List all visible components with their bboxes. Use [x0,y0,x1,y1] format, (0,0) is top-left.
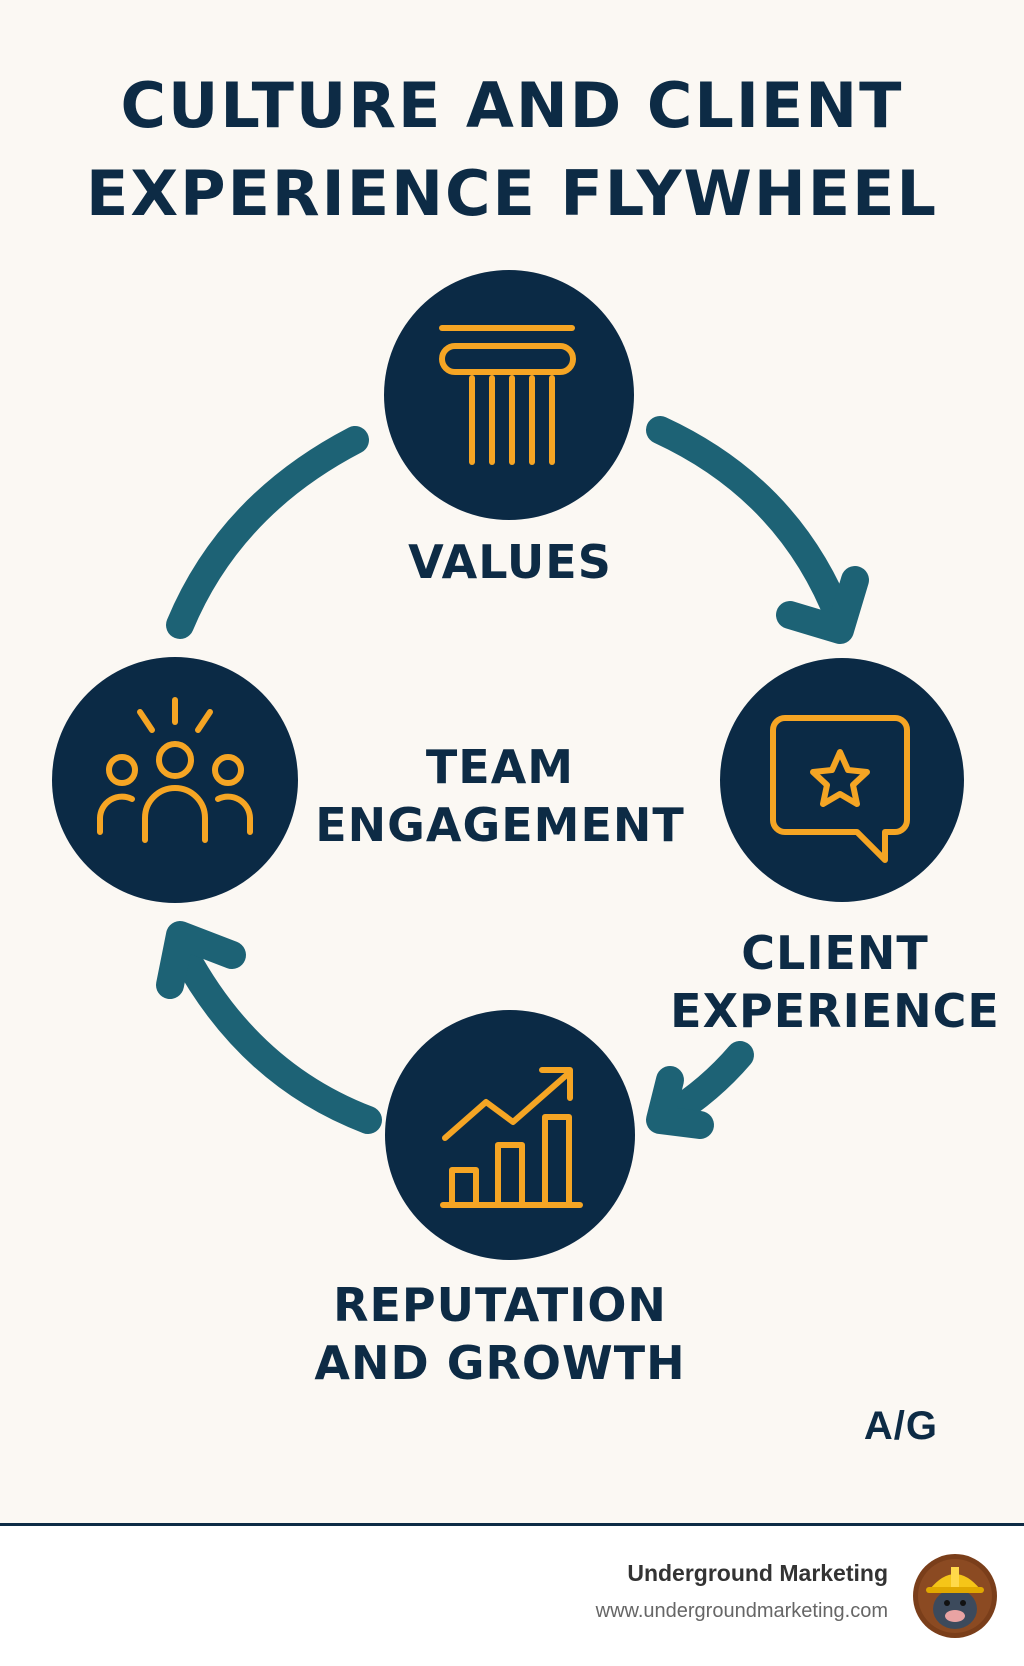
reputation-node [385,1010,635,1260]
arrow-reputation-to-team [171,941,382,1134]
team-engagement-label: TEAM ENGAGEMENT [300,738,700,854]
footer-url-link[interactable]: www.undergroundmarketing.com [595,1600,888,1622]
footer [0,1526,1024,1666]
flywheel-diagram [52,270,964,1260]
client-label-line-2: EXPERIENCE [670,984,1000,1038]
title-line-2: EXPERIENCE FLYWHEEL [85,157,939,230]
arrowhead-client-to-reputation [646,1066,714,1139]
values-label: VALUES [380,533,640,591]
pillar-icon [439,325,576,465]
client-experience-label: CLIENT EXPERIENCE [660,924,1010,1040]
team-people-icon [97,697,253,843]
arrow-values-to-client [646,416,854,634]
values-label-text: VALUES [408,535,612,589]
client-experience-node [720,658,964,902]
reputation-label-line-2: AND GROWTH [314,1336,686,1390]
page-title: CULTURE AND CLIENT EXPERIENCE FLYWHEEL [0,62,1024,238]
values-node [384,270,634,520]
mole-mascot-icon [913,1554,997,1638]
title-line-1: CULTURE AND CLIENT [120,69,904,142]
team-node [52,657,298,903]
arrow-team-to-values [166,426,369,639]
arrowhead-reputation-to-team [156,921,246,999]
footer-divider [0,1523,1024,1526]
brand-mark: A/G [863,1404,938,1448]
reputation-growth-label: REPUTATION AND GROWTH [290,1276,710,1392]
footer-company-name: Underground Marketing [627,1560,888,1586]
star-speech-bubble-icon [770,715,910,863]
growth-chart-icon [440,1067,583,1208]
team-label-line-2: ENGAGEMENT [315,798,685,852]
reputation-label-line-1: REPUTATION [333,1278,667,1332]
arrowhead-values-to-client [776,566,869,644]
team-label-line-1: TEAM [425,740,575,794]
client-label-line-1: CLIENT [741,926,929,980]
flywheel-arrows [156,416,869,1139]
